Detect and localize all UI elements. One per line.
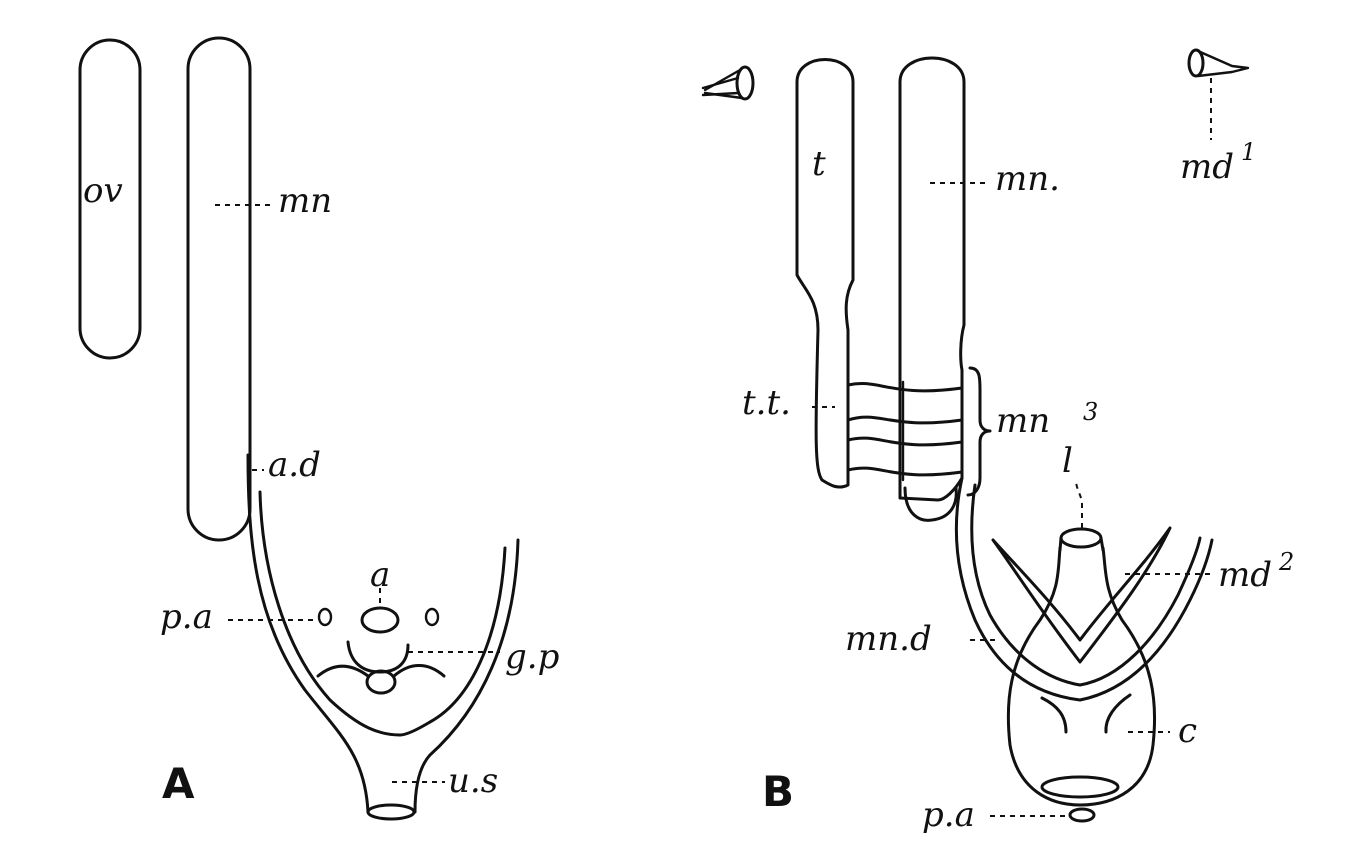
duct-right-a <box>413 538 520 814</box>
duct-left-inner-a <box>258 490 402 737</box>
label-md1: md <box>1180 147 1234 187</box>
cloaca-body <box>1006 546 1157 807</box>
duct-left-a <box>246 453 370 814</box>
urogenital-sinus-opening <box>366 803 416 821</box>
pore-b <box>1068 807 1096 823</box>
genital-papilla-wing-right <box>392 664 446 678</box>
mesonephros-shape-a <box>186 36 252 542</box>
panel-label-b: B <box>762 767 794 816</box>
label-l: l <box>1062 441 1073 481</box>
cloaca-neck-left <box>1058 536 1063 552</box>
label-pa-b: p.a <box>922 795 975 835</box>
panel-a: ov mn a.d a p.a g.p u.s A <box>78 36 559 821</box>
label-mn3-sup: 3 <box>1083 398 1098 426</box>
funnel-left-icon <box>701 65 755 101</box>
duct-to-cloaca-right <box>1104 693 1132 734</box>
testis-tubule-upper <box>846 381 964 425</box>
cloaca-base <box>1040 775 1120 799</box>
label-c: c <box>1178 711 1197 751</box>
pore-left-a <box>317 607 333 627</box>
mesonephros-bulge <box>903 486 958 522</box>
mesonephros-shape-b <box>898 56 966 502</box>
duct-right-inner-a <box>398 546 507 737</box>
genital-papilla-wing-left <box>316 664 370 678</box>
genital-papilla-knob <box>365 669 397 695</box>
funnel-right-icon <box>1187 48 1250 78</box>
duct-to-cloaca-left <box>1040 696 1068 734</box>
label-pa-a: p.a <box>160 597 213 637</box>
mesonephric-duct-inner <box>970 483 1202 687</box>
label-a: a <box>370 555 390 595</box>
label-us: u.s <box>448 761 498 801</box>
label-md2: md <box>1218 555 1272 595</box>
label-mnd: mn.d <box>845 619 932 659</box>
genital-papilla-arc <box>346 640 410 674</box>
label-gp: g.p <box>505 637 559 677</box>
label-mn3: mn <box>996 401 1050 441</box>
ovary-shape <box>78 38 142 360</box>
mullerian-v-shape <box>991 526 1172 664</box>
pore-right-a <box>424 607 440 627</box>
label-mn-a: mn <box>278 181 332 221</box>
label-mn-b: mn. <box>995 159 1060 199</box>
testis-tubule-lower <box>846 436 964 477</box>
panel-label-a: A <box>162 759 195 808</box>
testis-shape <box>795 58 855 489</box>
panel-b: t mn. md 1 t.t. mn 3 l md 2 mn.d c p.a B <box>701 48 1294 835</box>
label-tt: t.t. <box>742 383 791 423</box>
label-ad: a.d <box>268 445 321 485</box>
anus-shape-a <box>360 606 400 634</box>
label-ov: ov <box>83 171 123 211</box>
label-t: t <box>812 144 826 184</box>
brace-mn3 <box>966 366 992 497</box>
cloaca-neck-top <box>1059 527 1103 549</box>
label-md2-sup: 2 <box>1278 548 1294 576</box>
label-md1-sup: 1 <box>1241 138 1256 166</box>
leader-l <box>1075 479 1083 528</box>
cloaca-neck-right <box>1099 536 1105 552</box>
mesonephric-duct-outer <box>954 476 1214 702</box>
